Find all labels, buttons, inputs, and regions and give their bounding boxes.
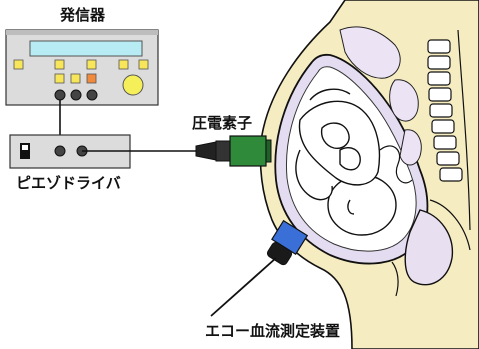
generator-button-orange [87, 74, 96, 83]
generator-top-panel [6, 30, 158, 35]
cable-doppler [211, 258, 276, 316]
generator-jack [87, 90, 97, 100]
generator-jack [71, 90, 81, 100]
generator-button [87, 60, 96, 69]
driver-input-jack [55, 146, 65, 156]
piezo-element-probe [196, 136, 271, 166]
generator-button [119, 60, 128, 69]
generator-button [139, 60, 148, 69]
signal-generator [6, 30, 158, 105]
generator-display [30, 41, 142, 56]
generator-button [14, 60, 23, 69]
signal-generator-label: 発信器 [60, 8, 105, 23]
pregnant-torso [260, 0, 479, 349]
piezo-driver-label: ピエゾドライバ [16, 176, 121, 191]
piezo-element-label: 圧電素子 [192, 116, 252, 131]
generator-jack [55, 90, 65, 100]
generator-knob [123, 75, 143, 95]
doppler-device-label: エコー血流測定装置 [205, 324, 340, 339]
generator-button [55, 74, 64, 83]
generator-button [71, 74, 80, 83]
driver-switch-highlight [22, 145, 28, 150]
generator-button [55, 60, 64, 69]
